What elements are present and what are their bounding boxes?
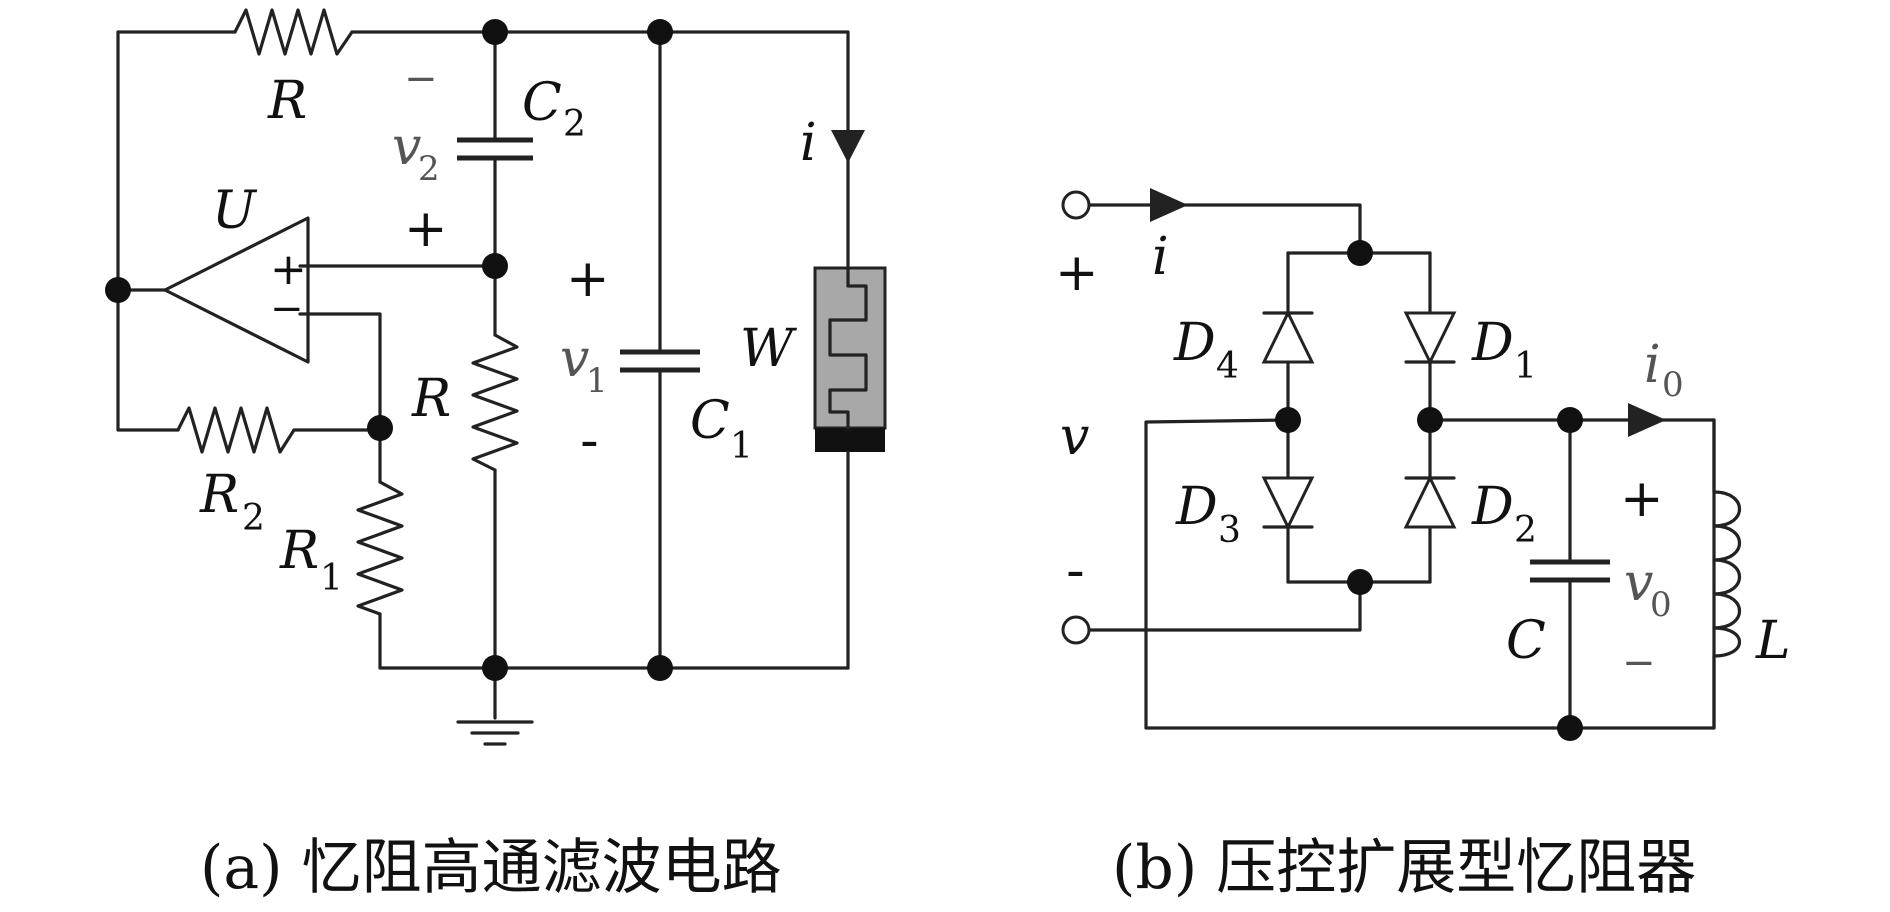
- junction-b-top: [1347, 240, 1373, 266]
- junction-a-top-c1: [647, 19, 673, 45]
- label-d3: D: [1175, 477, 1218, 537]
- label-v1-sub: 1: [586, 361, 608, 401]
- label-opamp-minus: −: [270, 286, 304, 332]
- label-d4: D: [1173, 313, 1216, 373]
- resistor-r-mid: [471, 333, 519, 472]
- label-c2: C: [522, 73, 562, 133]
- junction-b-right: [1417, 407, 1443, 433]
- resistor-r-top: [233, 8, 354, 56]
- diode-d3: [1261, 476, 1315, 531]
- wire-top-left: [116, 30, 237, 290]
- wire-b-input-bottom: [1087, 580, 1362, 632]
- label-d3-sub: 3: [1218, 510, 1241, 551]
- resistor-r1: [356, 480, 404, 616]
- label-r1: R: [279, 521, 319, 581]
- label-r-mid: R: [411, 369, 451, 429]
- label-v0-minus: −: [1622, 640, 1656, 686]
- wire-opamp-minus: [298, 312, 382, 430]
- label-v2: v: [392, 117, 421, 177]
- label-c2-sub: 2: [563, 104, 586, 145]
- junction-b-c-top: [1557, 407, 1583, 433]
- caption-b: (b) 压控扩展型忆阻器: [1112, 833, 1696, 903]
- junction-a-r2-r1: [367, 415, 393, 441]
- current-arrow-b-i: [1150, 188, 1188, 222]
- label-d2: D: [1471, 477, 1514, 537]
- label-r2-sub: 2: [242, 498, 265, 539]
- label-d2-sub: 2: [1514, 510, 1537, 551]
- label-v1-plus: +: [566, 249, 610, 309]
- label-memristor-w: W: [740, 319, 797, 379]
- junction-a-opamp-out: [105, 277, 131, 303]
- label-l: L: [1755, 611, 1791, 671]
- label-v2-sub: 2: [418, 149, 440, 189]
- label-v1-minus: -: [580, 411, 599, 471]
- junction-b-left: [1275, 407, 1301, 433]
- current-arrow-i: [831, 130, 865, 163]
- diode-d4: [1261, 309, 1315, 364]
- label-b-minus: -: [1066, 541, 1085, 601]
- opamp-u: [163, 216, 310, 364]
- terminal-bottom: [1061, 615, 1091, 645]
- label-r2: R: [199, 465, 239, 525]
- wire-top-right: [350, 30, 850, 120]
- wire-bottom: [378, 612, 850, 670]
- resistor-r2: [176, 406, 296, 454]
- wire-r2-left: [116, 286, 180, 432]
- label-c1-sub: 1: [730, 426, 753, 467]
- label-d4-sub: 4: [1216, 346, 1239, 387]
- junction-b-bottom: [1347, 569, 1373, 595]
- label-opamp-u: U: [212, 181, 258, 241]
- label-b-i: i: [1152, 227, 1169, 287]
- junction-a-bottom-c1: [647, 655, 673, 681]
- label-d1-sub: 1: [1514, 346, 1537, 387]
- label-i0: i: [1644, 335, 1661, 395]
- label-i0-sub: 0: [1662, 365, 1684, 405]
- label-b-plus: +: [1055, 243, 1099, 303]
- terminal-top: [1061, 190, 1091, 220]
- diode-d1: [1403, 311, 1457, 366]
- memristor-w-band: [815, 428, 885, 452]
- figure-a-circuit: R − C 2 v 2 + U + − R + v 1 - C 1 W i R …: [105, 8, 887, 903]
- label-b-v: v: [1060, 407, 1089, 467]
- caption-a: (a) 忆阻高通滤波电路: [200, 833, 782, 903]
- memristor-w-body: [813, 266, 887, 430]
- label-d1: D: [1471, 313, 1514, 373]
- label-v2-minus: −: [404, 56, 438, 102]
- diode-d2: [1403, 474, 1457, 529]
- label-r1-sub: 1: [320, 558, 343, 599]
- label-c: C: [1506, 611, 1546, 671]
- wire-b-input-top: [1087, 203, 1362, 255]
- memristor-w-meander: [828, 266, 868, 430]
- figure-b-circuit: + i v - D 4 D 1 D 3 D 2 i 0 + v 0 − C L …: [1055, 188, 1791, 903]
- label-v1: v: [560, 329, 589, 389]
- current-arrow-i0: [1628, 403, 1666, 437]
- label-r-top: R: [267, 71, 307, 131]
- junction-a-top-c2: [482, 19, 508, 45]
- junction-b-c-bottom: [1557, 715, 1583, 741]
- label-opamp-plus: +: [270, 244, 307, 295]
- inductor-l: [1712, 418, 1742, 730]
- junction-a-mid: [482, 253, 508, 279]
- junction-a-bottom-r: [482, 655, 508, 681]
- label-c1: C: [690, 391, 730, 451]
- label-v2-plus: +: [404, 199, 448, 259]
- label-v0-sub: 0: [1650, 585, 1672, 625]
- label-current-i: i: [800, 113, 817, 173]
- label-v0: v: [1624, 553, 1653, 613]
- label-v0-plus: +: [1620, 469, 1664, 529]
